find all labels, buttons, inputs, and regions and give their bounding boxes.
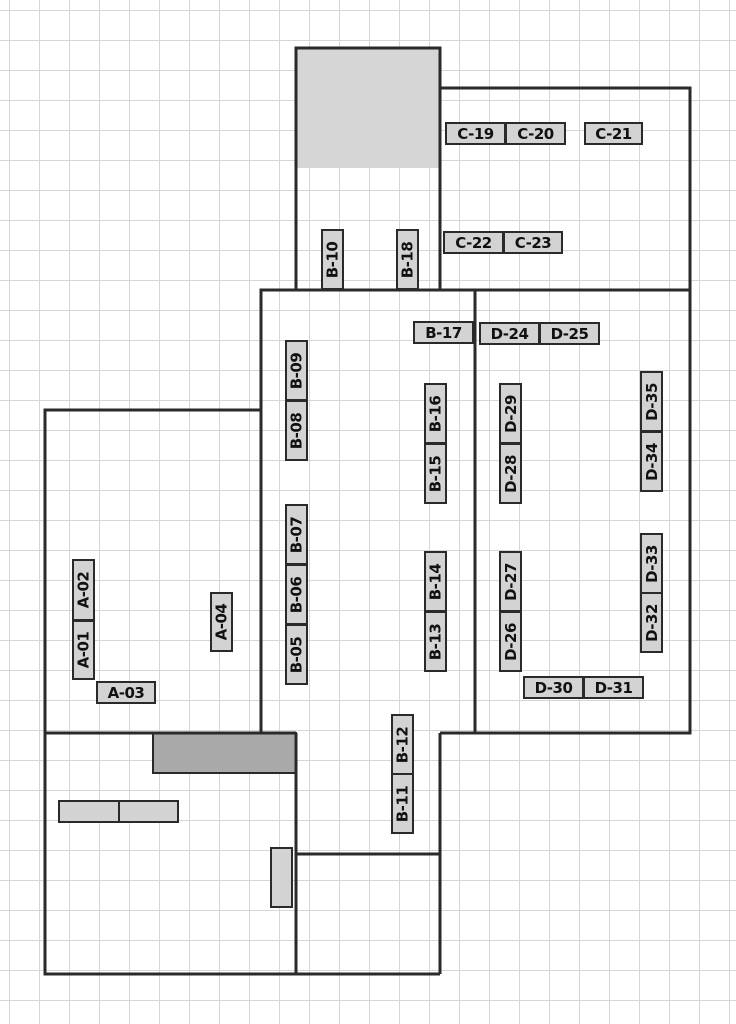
stall-d-31[interactable]: D-31 xyxy=(583,676,644,699)
stall-b-16[interactable]: B-16 xyxy=(424,383,447,444)
stall-d-32[interactable]: D-32 xyxy=(640,592,663,653)
stall-b-18[interactable]: B-18 xyxy=(396,229,419,290)
wall-c-room xyxy=(440,86,692,290)
wall-a-room xyxy=(43,408,261,733)
stall-c-21[interactable]: C-21 xyxy=(584,122,643,145)
stall-c-23[interactable]: C-23 xyxy=(503,231,563,254)
stall-d-35[interactable]: D-35 xyxy=(640,371,663,432)
unlabeled-stall-1 xyxy=(58,800,120,823)
stall-c-20[interactable]: C-20 xyxy=(505,122,566,145)
stall-b-06[interactable]: B-06 xyxy=(285,564,308,625)
shaded-block-bottom xyxy=(152,732,297,774)
stall-a-03[interactable]: A-03 xyxy=(96,681,156,704)
stall-d-30[interactable]: D-30 xyxy=(523,676,584,699)
stall-d-34[interactable]: D-34 xyxy=(640,431,663,492)
stall-c-22[interactable]: C-22 xyxy=(443,231,504,254)
stall-d-33[interactable]: D-33 xyxy=(640,533,663,594)
stall-b-12[interactable]: B-12 xyxy=(391,714,414,775)
wall-bottom-left-room xyxy=(43,733,440,976)
unlabeled-stall-3 xyxy=(270,847,293,908)
stall-b-08[interactable]: B-08 xyxy=(285,400,308,461)
stall-a-04[interactable]: A-04 xyxy=(210,592,233,652)
stall-d-28[interactable]: D-28 xyxy=(499,443,522,504)
stall-b-15[interactable]: B-15 xyxy=(424,443,447,504)
unlabeled-stall-2 xyxy=(118,800,179,823)
stall-d-27[interactable]: D-27 xyxy=(499,551,522,612)
stall-b-05[interactable]: B-05 xyxy=(285,624,308,685)
stall-c-19[interactable]: C-19 xyxy=(445,122,506,145)
stall-b-09[interactable]: B-09 xyxy=(285,340,308,401)
wall-d-room xyxy=(440,288,692,735)
stall-d-24[interactable]: D-24 xyxy=(479,322,540,345)
stall-a-02[interactable]: A-02 xyxy=(72,559,95,621)
stall-b-11[interactable]: B-11 xyxy=(391,773,414,834)
stall-d-29[interactable]: D-29 xyxy=(499,383,522,444)
stall-b-13[interactable]: B-13 xyxy=(424,611,447,672)
stall-d-26[interactable]: D-26 xyxy=(499,611,522,672)
wall-b-area xyxy=(259,288,477,733)
stall-a-01[interactable]: A-01 xyxy=(72,620,95,680)
stall-b-17[interactable]: B-17 xyxy=(413,321,474,344)
stall-b-14[interactable]: B-14 xyxy=(424,551,447,612)
stall-b-07[interactable]: B-07 xyxy=(285,504,308,565)
stall-d-25[interactable]: D-25 xyxy=(539,322,600,345)
shaded-area-top xyxy=(296,48,440,168)
stall-b-10[interactable]: B-10 xyxy=(321,229,344,290)
wall-center-top xyxy=(294,46,442,290)
